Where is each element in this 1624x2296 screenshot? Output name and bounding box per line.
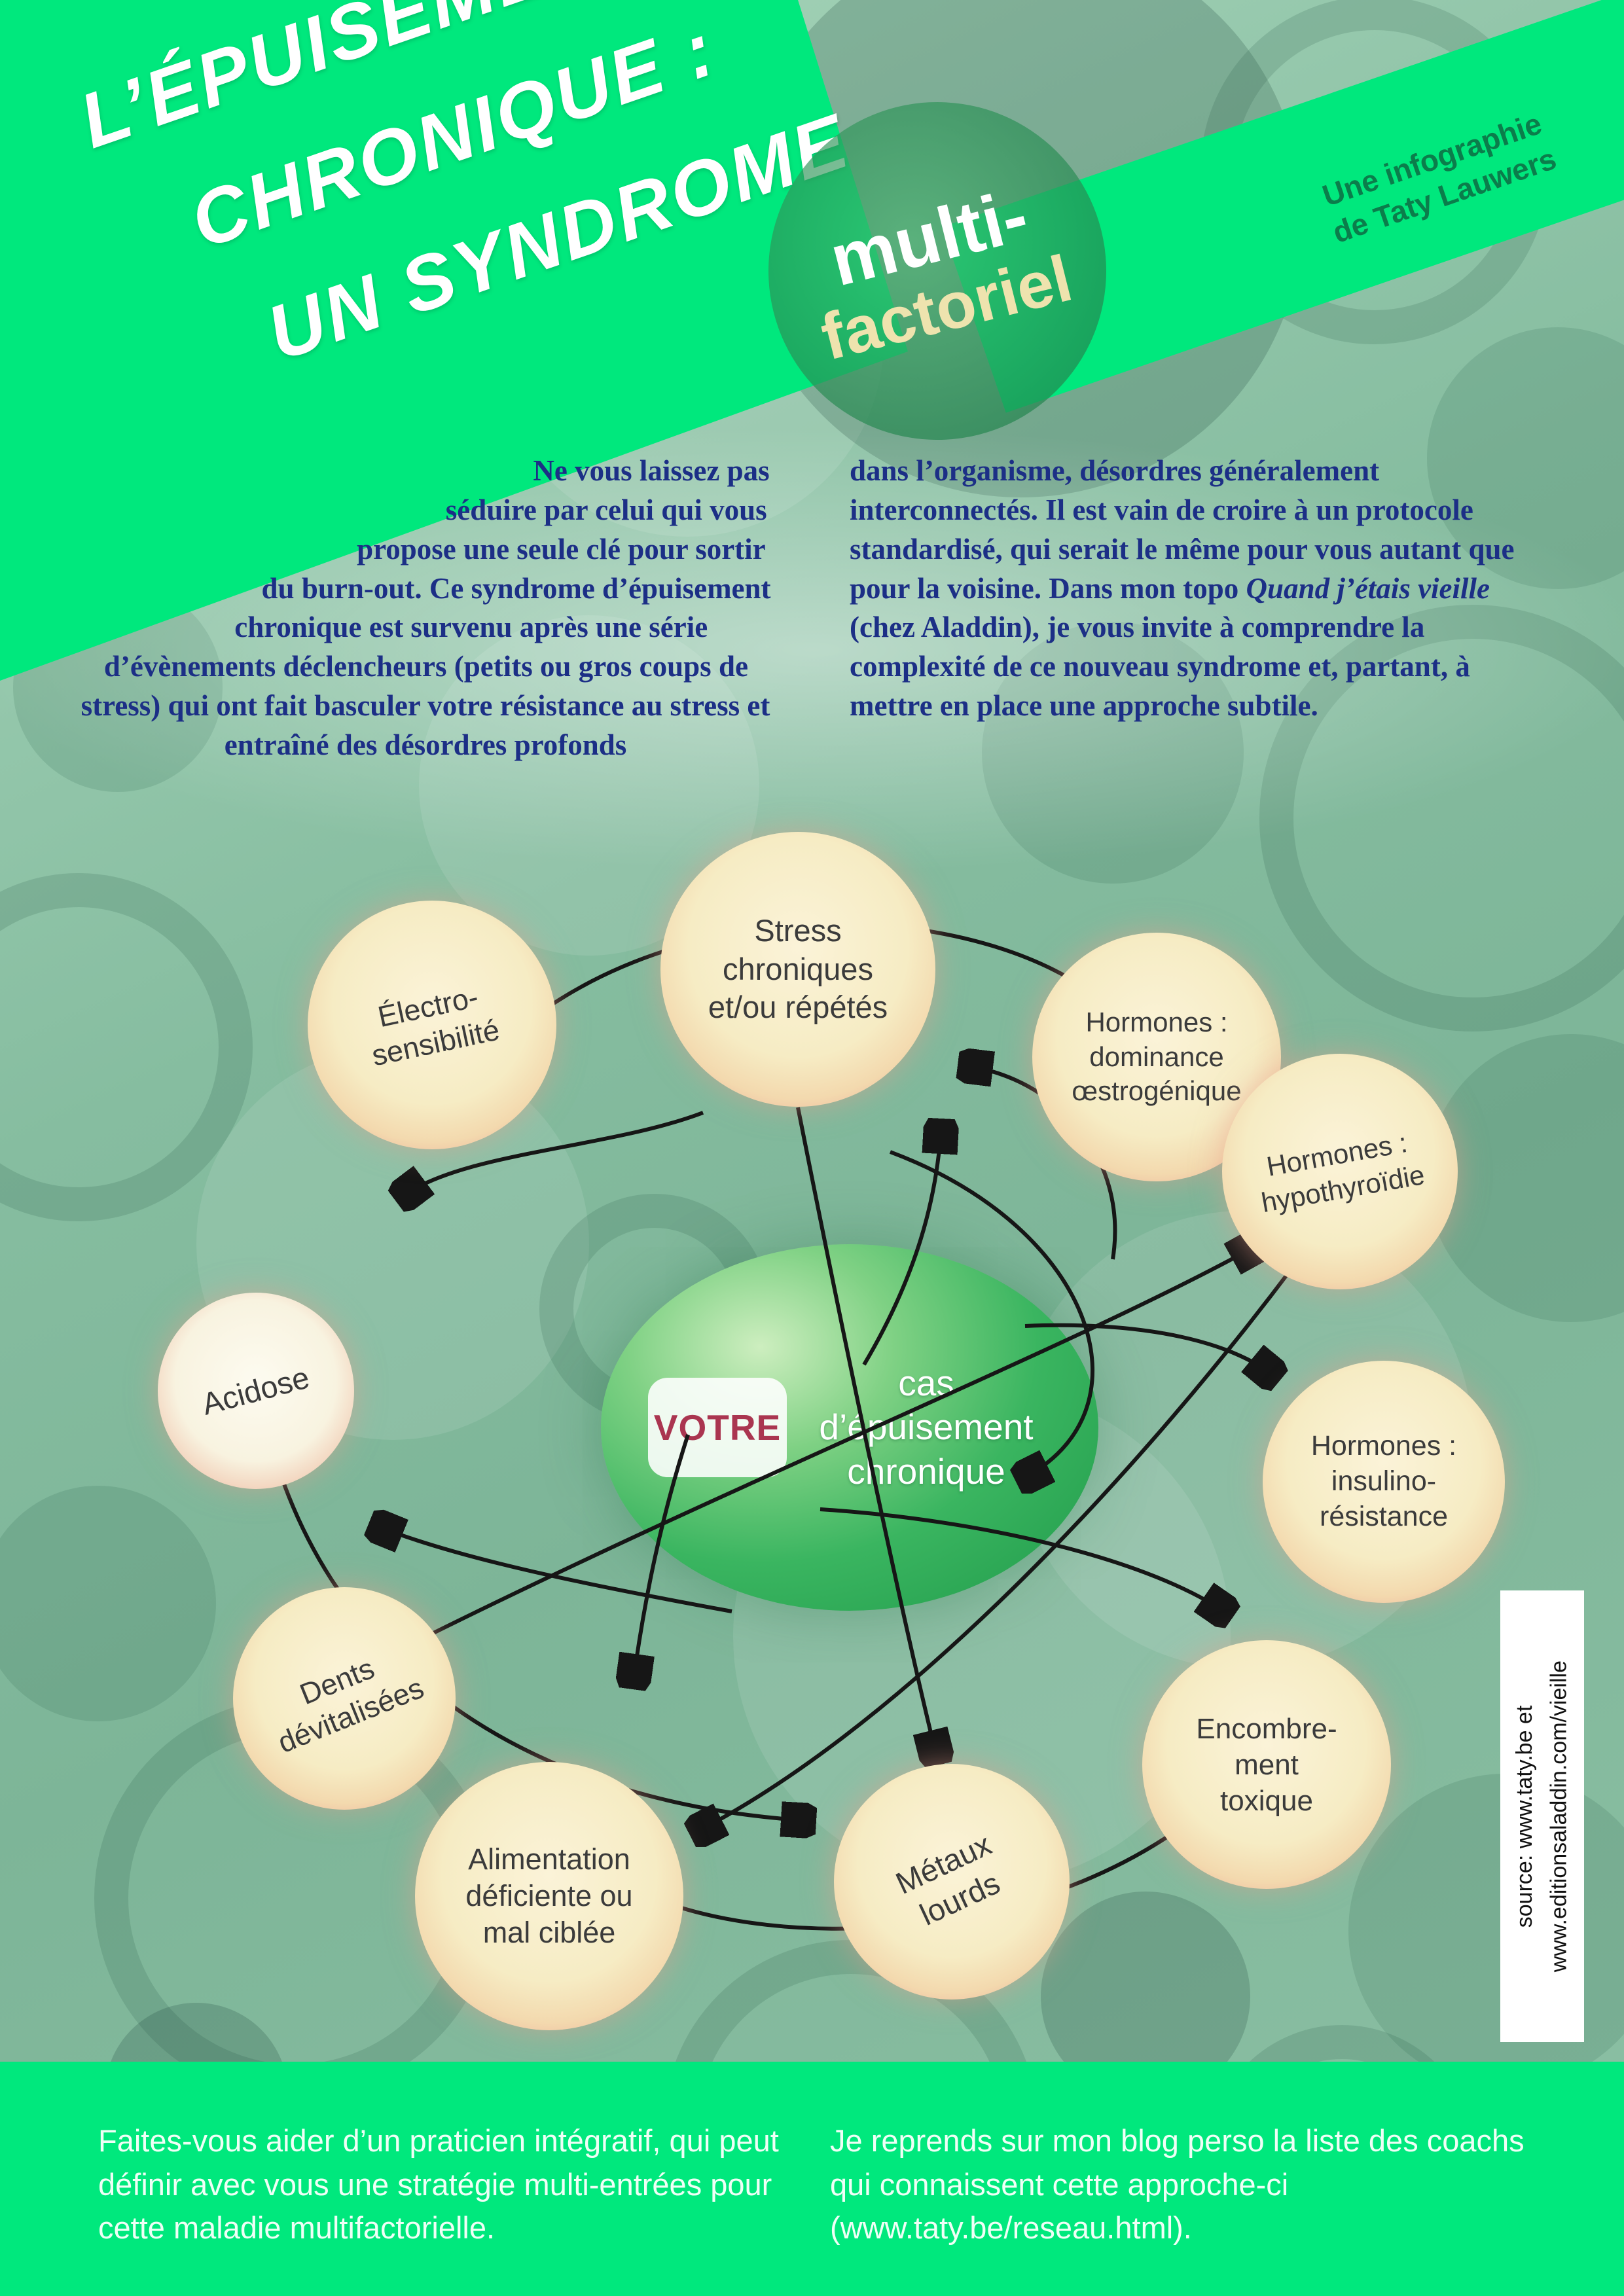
footer-left-text: Faites-vous aider d’un praticien intégra… [98, 2123, 779, 2246]
source-note-text: source: www.taty.be et www.editionsaladd… [1512, 1660, 1572, 1973]
node-label: Hormones : dominance œstrogénique [1072, 1007, 1242, 1107]
node-stress-chroniques: Stress chroniques et/ou répétés [660, 832, 935, 1107]
node-label: Métaux lourds [890, 1826, 1005, 1932]
node-alimentation-deficiente: Alimentation déficiente ou mal ciblée [415, 1762, 683, 2030]
votre-chip: VOTRE [648, 1378, 787, 1477]
node-electro-sensibilite: Électro- sensibilité [308, 901, 556, 1149]
intro-left-paragraph: Ne vous laissez pas séduire par celui qu… [79, 452, 772, 765]
node-label: Encombre- ment toxique [1196, 1712, 1337, 1817]
node-label: Alimentation déficiente ou mal ciblée [465, 1842, 633, 1950]
node-label: Hormones : hypothyroïdie [1259, 1126, 1427, 1218]
node-label: Dents dévitalisées [273, 1651, 429, 1760]
node-encombrement-toxique: Encombre- ment toxique [1142, 1640, 1391, 1889]
intro-left-text: Ne vous laissez pas séduire par celui qu… [81, 454, 771, 761]
credit-text: Une infographie de Taty Lauwers [1318, 106, 1561, 249]
footer-bar: Faites-vous aider d’un praticien intégra… [0, 2062, 1624, 2296]
node-label: Électro- sensibilité [369, 979, 503, 1073]
node-hormones-hypothyroidie: Hormones : hypothyroïdie [1222, 1054, 1458, 1289]
intro-right-text-post: (chez Aladdin), je vous invite à compren… [850, 611, 1470, 723]
intro-right-text-pre: dans l’organisme, désordres généralement… [850, 454, 1515, 605]
node-label: Acidose [198, 1359, 314, 1422]
node-acidose: Acidose [158, 1293, 354, 1489]
node-label: Hormones : insulino- résistance [1310, 1430, 1457, 1532]
node-label: Stress chroniques et/ou répétés [708, 912, 888, 1025]
node-dents-devitalisees: Dents dévitalisées [233, 1587, 456, 1810]
intro-right-paragraph: dans l’organisme, désordres généralement… [850, 452, 1524, 726]
center-node: VOTRE cas d’épuisement chronique [601, 1244, 1098, 1611]
node-metaux-lourds: Métaux lourds [834, 1764, 1070, 2000]
intro-right-book-title: Quand j’étais vieille [1246, 571, 1490, 605]
center-node-label: cas d’épuisement chronique [819, 1363, 1034, 1492]
source-note-box: source: www.taty.be et www.editionsaladd… [1500, 1590, 1584, 2042]
node-hormones-insulino-resistance: Hormones : insulino- résistance [1263, 1361, 1505, 1603]
footer-right-text: Je reprends sur mon blog perso la liste … [830, 2123, 1525, 2246]
